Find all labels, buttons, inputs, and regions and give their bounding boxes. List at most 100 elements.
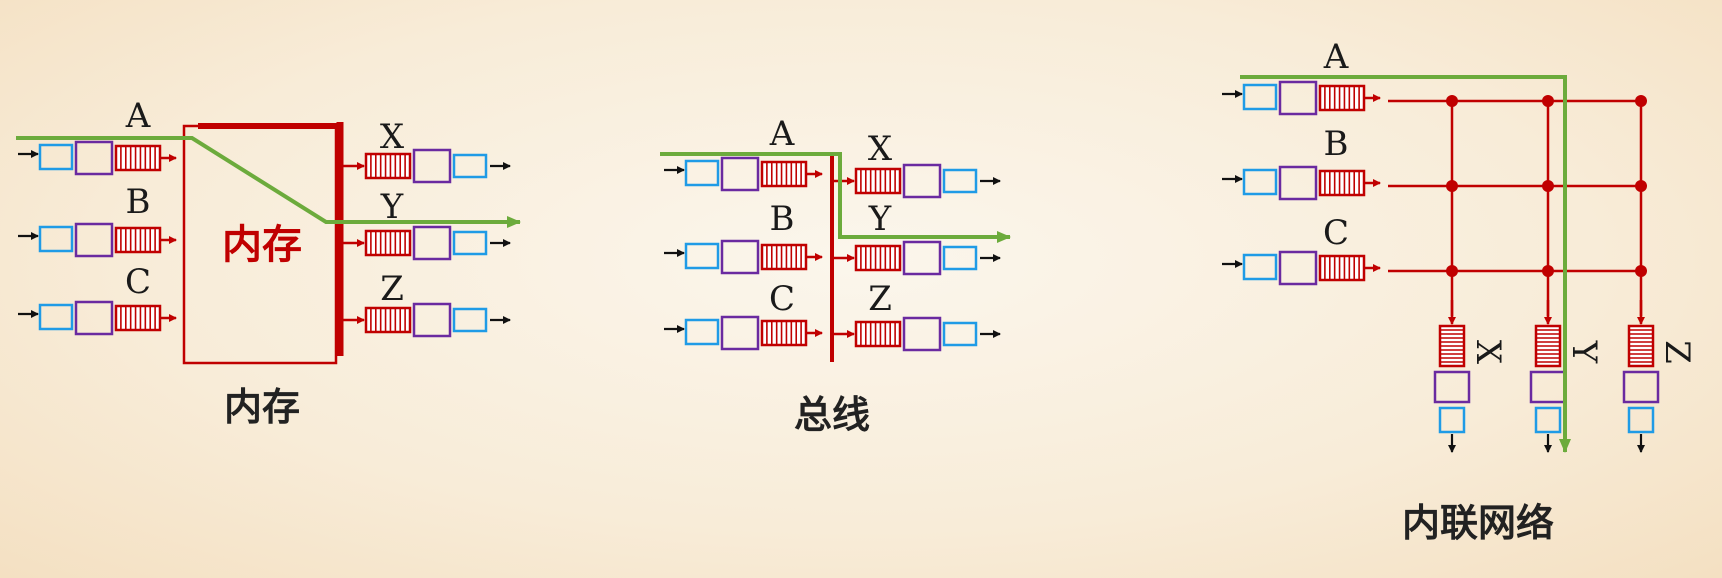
output-port-label: X <box>1468 340 1508 365</box>
memory-label: 内存 <box>222 222 302 268</box>
output-buffer <box>452 153 488 179</box>
output-processor <box>1529 370 1567 404</box>
input-processor <box>720 239 760 275</box>
input-processor <box>720 156 760 192</box>
panel-caption: 内联网络 <box>1402 501 1554 545</box>
input-queue <box>1318 84 1366 112</box>
input-processor <box>74 140 114 176</box>
crosspoint <box>1635 265 1647 277</box>
input-buffer <box>1242 83 1278 111</box>
input-port <box>18 140 177 176</box>
bus-panel: A BC XYZ 总线 <box>660 114 1011 437</box>
crosspoint <box>1446 95 1458 107</box>
input-processor <box>1278 80 1318 116</box>
output-queue <box>364 152 412 180</box>
output-port <box>1622 300 1660 453</box>
input-port-label: C <box>125 262 151 302</box>
input-processor <box>720 315 760 351</box>
input-queue <box>760 319 808 347</box>
output-queue <box>1438 324 1466 368</box>
output-buffer <box>942 245 978 271</box>
output-port <box>832 163 1001 199</box>
output-buffer <box>452 307 488 333</box>
output-processor <box>902 316 942 352</box>
output-port <box>1529 300 1567 453</box>
output-port-label: Z <box>1657 340 1697 364</box>
input-buffer <box>684 159 720 187</box>
output-queue <box>854 167 902 195</box>
output-port-label: X <box>868 129 893 169</box>
input-port-label: A <box>1323 37 1349 77</box>
input-port <box>664 156 823 192</box>
crosspoint <box>1542 95 1554 107</box>
output-port <box>1433 300 1471 453</box>
output-port-label: Z <box>380 269 404 309</box>
output-buffer <box>1438 406 1466 434</box>
output-processor <box>412 148 452 184</box>
output-port-label: Y <box>868 199 892 239</box>
output-processor <box>902 240 942 276</box>
output-port <box>342 225 511 261</box>
input-port <box>18 300 177 336</box>
input-port-label: C <box>1323 213 1349 253</box>
output-processor <box>1622 370 1660 404</box>
input-port <box>664 315 823 351</box>
output-buffer <box>1534 406 1562 434</box>
packet-path <box>660 152 1011 243</box>
crosspoint <box>1542 180 1554 192</box>
output-processor <box>1433 370 1471 404</box>
crosspoint <box>1635 180 1647 192</box>
crosspoint <box>1446 180 1458 192</box>
input-queue <box>1318 254 1366 282</box>
input-buffer <box>1242 168 1278 196</box>
input-queue <box>114 226 162 254</box>
panel-caption: 总线 <box>794 393 870 437</box>
input-port <box>18 222 177 258</box>
input-buffer <box>38 303 74 331</box>
output-buffer <box>942 168 978 194</box>
input-buffer <box>38 225 74 253</box>
input-port-label: A <box>125 96 151 136</box>
input-queue <box>1318 169 1366 197</box>
input-port <box>1222 250 1381 286</box>
input-buffer <box>1242 253 1278 281</box>
output-queue <box>1627 324 1655 368</box>
crosspoint <box>1542 265 1554 277</box>
packet-path <box>16 136 521 228</box>
packet-path <box>1240 75 1571 453</box>
output-processor <box>902 163 942 199</box>
input-port <box>1222 80 1381 116</box>
input-queue <box>114 304 162 332</box>
crosspoint <box>1446 265 1458 277</box>
input-processor <box>74 222 114 258</box>
input-port-label: B <box>1324 124 1349 164</box>
input-buffer <box>684 242 720 270</box>
input-port <box>664 239 823 275</box>
crossbar-panel: A B C X Y Z 内联网络 <box>1222 37 1697 545</box>
input-queue <box>114 144 162 172</box>
output-processor <box>412 225 452 261</box>
input-processor <box>1278 165 1318 201</box>
input-port-label: C <box>769 279 795 319</box>
output-queue <box>1534 324 1562 368</box>
output-port <box>832 240 1001 276</box>
output-port-label: Z <box>868 279 892 319</box>
output-port-label: X <box>380 117 405 157</box>
output-port <box>342 148 511 184</box>
output-port-label: Y <box>1564 340 1604 364</box>
output-queue <box>854 244 902 272</box>
output-buffer <box>1627 406 1655 434</box>
input-processor <box>74 300 114 336</box>
input-port-label: B <box>770 199 795 239</box>
output-buffer <box>942 321 978 347</box>
panel-caption: 内存 <box>224 385 300 429</box>
input-port-label: A <box>769 114 795 154</box>
input-port-label: B <box>126 182 151 222</box>
input-port <box>1222 165 1381 201</box>
output-processor <box>412 302 452 338</box>
output-port <box>342 302 511 338</box>
input-processor <box>1278 250 1318 286</box>
crosspoint <box>1635 95 1647 107</box>
